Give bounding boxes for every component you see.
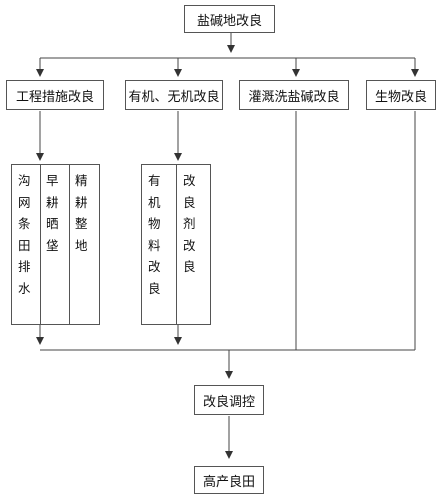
subitem-amendment-agent-text: 改良剂改良 (183, 170, 196, 278)
subitem-fine-tillage: 精耕整地 (75, 170, 88, 256)
vertical-char: 排 (18, 259, 31, 274)
vertical-char: 精 (75, 173, 88, 188)
subitem-organic-materials-text: 有机物料改良 (148, 170, 161, 299)
organic-subgroup: 有机物料改良 改良剂改良 (141, 164, 211, 325)
method-organic-inorganic: 有机、无机改良 (125, 80, 223, 110)
vertical-char: 垡 (46, 237, 59, 253)
method-engineering: 工程措施改良 (6, 80, 104, 110)
root-node: 盐碱地改良 (184, 5, 275, 33)
subgroup-divider (176, 165, 177, 324)
vertical-char: 田 (18, 237, 31, 253)
subgroup-divider (69, 165, 70, 324)
subitem-fine-tillage-text: 精耕整地 (75, 170, 88, 256)
vertical-char: 沟 (18, 173, 31, 188)
vertical-char: 地 (75, 237, 88, 253)
subitem-early-plowing: 早耕晒垡 (46, 170, 59, 256)
vertical-char: 网 (18, 194, 31, 210)
vertical-char: 剂 (183, 216, 196, 231)
control-node: 改良调控 (194, 385, 264, 415)
vertical-char: 良 (183, 194, 196, 210)
vertical-char: 良 (183, 259, 196, 274)
vertical-char: 改 (183, 173, 196, 188)
vertical-char: 改 (148, 259, 161, 274)
vertical-char: 料 (148, 237, 161, 253)
engineering-subgroup: 沟网条田排水 早耕晒垡 精耕整地 (11, 164, 100, 325)
vertical-char: 水 (18, 280, 31, 296)
vertical-char: 耕 (46, 194, 59, 210)
vertical-char: 耕 (75, 194, 88, 210)
subitem-ditch-drainage-text: 沟网条田排水 (18, 170, 31, 299)
vertical-char: 整 (75, 216, 88, 231)
vertical-char: 机 (148, 194, 161, 210)
method-biological: 生物改良 (366, 80, 436, 110)
vertical-char: 良 (148, 280, 161, 296)
subgroup-divider (40, 165, 41, 324)
subitem-organic-materials: 有机物料改良 (148, 170, 161, 299)
result-node: 高产良田 (194, 466, 264, 494)
method-irrigation-leaching: 灌溉洗盐碱改良 (239, 80, 349, 110)
vertical-char: 早 (46, 173, 59, 188)
vertical-char: 改 (183, 237, 196, 253)
vertical-char: 晒 (46, 216, 59, 231)
vertical-char: 有 (148, 173, 161, 188)
vertical-char: 条 (18, 216, 31, 231)
subitem-early-plowing-text: 早耕晒垡 (46, 170, 59, 256)
subitem-amendment-agent: 改良剂改良 (183, 170, 196, 278)
vertical-char: 物 (148, 216, 161, 231)
subitem-ditch-drainage: 沟网条田排水 (18, 170, 31, 299)
